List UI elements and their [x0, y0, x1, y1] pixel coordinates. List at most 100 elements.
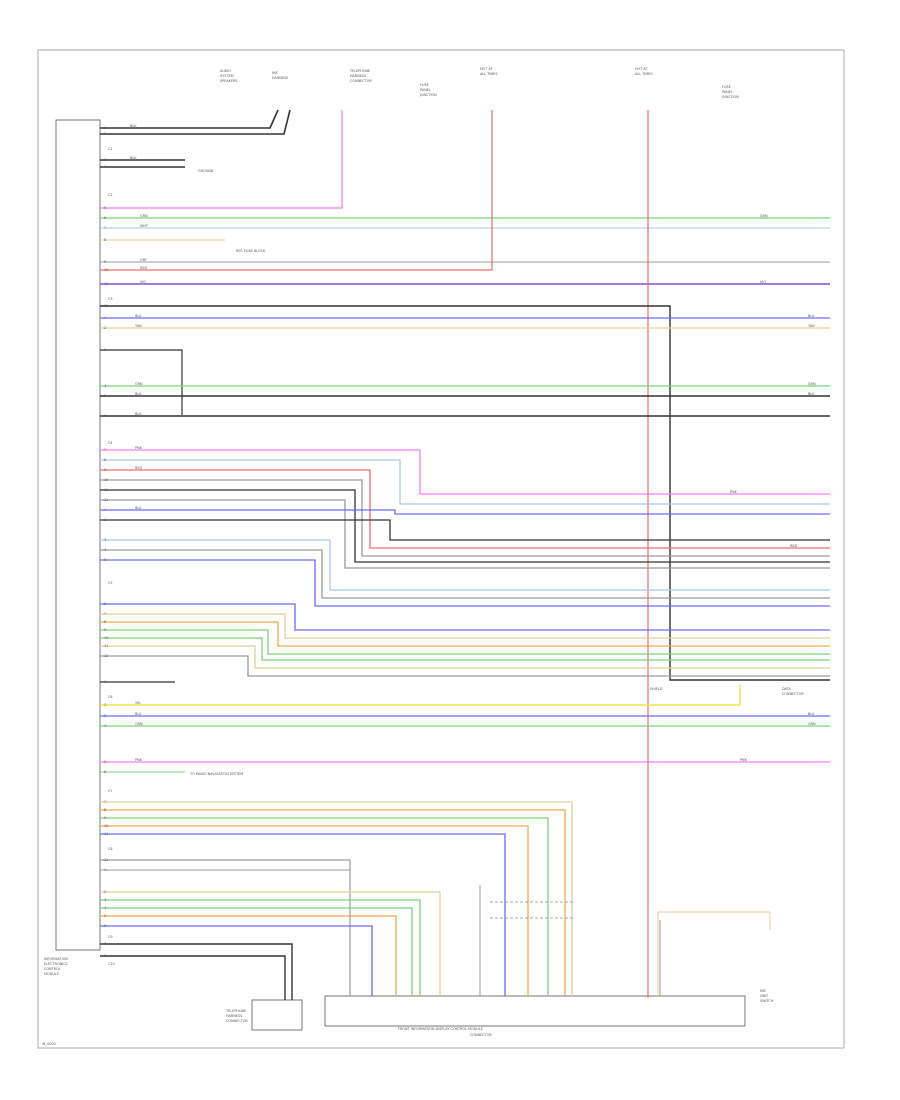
connector-id: C5 [108, 581, 113, 585]
pin-number: 3 [104, 538, 106, 542]
pin-number: 3 [104, 714, 106, 718]
pin-number: 8 [104, 620, 106, 624]
wire-down2-1 [100, 899, 421, 996]
wire-yellow [100, 684, 741, 706]
wire-label: BLK [808, 392, 815, 396]
wire-down2-0 [100, 891, 441, 996]
pin-number: 1 [104, 680, 106, 684]
connector-id: C4 [108, 441, 113, 445]
pin-number: 2 [104, 326, 106, 330]
pin-number: 7 [104, 612, 106, 616]
wire-label: RED [790, 544, 797, 548]
wire-label: GRN [760, 214, 768, 218]
wire-label: BLK [135, 392, 142, 396]
wire-label: BLU [135, 314, 142, 318]
pin-number: 7 [104, 448, 106, 452]
wire-label: PNK [135, 758, 143, 762]
pin-number: 1 [104, 868, 106, 872]
wire-step2-6 [100, 655, 830, 677]
wire-label: BLU [135, 506, 142, 510]
pin-number: 7 [104, 226, 106, 230]
wire-label: BLU [808, 712, 815, 716]
pin-number: 10 [104, 824, 108, 828]
wire-red-top [100, 110, 493, 271]
pin-number: 8 [104, 954, 106, 958]
wire-label: BLU [808, 314, 815, 318]
wire-label: GRN [808, 382, 816, 386]
footer-code: W_0000 [42, 1042, 56, 1046]
left-module-box [55, 119, 101, 951]
wire-step2-0 [100, 603, 830, 631]
pin-number: 7 [104, 800, 106, 804]
wire-down-0 [100, 801, 573, 996]
pin-number: 9 [104, 260, 106, 264]
pin-number: 4 [104, 906, 106, 910]
wire-label: VIO [760, 280, 766, 284]
pin-number: 12 [104, 858, 108, 862]
pin-number: 10 [104, 268, 108, 272]
pin-number: 6 [104, 414, 106, 418]
wire-step-2 [100, 469, 830, 549]
wire-step2-3 [100, 629, 830, 655]
connector-id: C3 [108, 297, 113, 301]
wire-step2-1 [100, 613, 830, 639]
wire-label: PNK [730, 490, 738, 494]
pin-number: 3 [104, 348, 106, 352]
wire-step-0 [100, 449, 830, 495]
wire-label: GRN [808, 722, 816, 726]
pin-number: 3 [104, 898, 106, 902]
wire-label: BLK [135, 412, 142, 416]
fuse-note: REF. FUSE BLOCK [236, 249, 266, 253]
wire-step-8 [100, 539, 830, 591]
pin-number: 11 [104, 644, 108, 648]
wire-down-1 [100, 809, 566, 996]
pin-number: 5 [104, 914, 106, 918]
pin-number: 3 [104, 158, 106, 162]
pin-number: 6 [104, 216, 106, 220]
pin-number: 11 [104, 282, 108, 286]
connector-id: C8 [108, 847, 113, 851]
pin-number: 8 [104, 238, 106, 242]
pin-number: 2 [104, 703, 106, 707]
pin-number: 8 [104, 458, 106, 462]
connector-id: C10 [108, 962, 115, 966]
wire-label-blk: BLK [130, 156, 137, 160]
pin-number: 5 [104, 760, 106, 764]
wire-down-gray [100, 859, 351, 996]
pin-number: 1 [104, 126, 106, 130]
wire-step-1 [100, 459, 830, 505]
wire-label: TAN [134, 324, 142, 328]
wire-black-loop [100, 305, 830, 681]
pin-number: 11 [104, 488, 108, 492]
wire-pink-top [100, 110, 343, 209]
wire-label: BLU [135, 712, 142, 716]
wire-label: VIO [140, 280, 146, 284]
wire-step-9 [100, 549, 830, 599]
wire-down-4 [100, 833, 506, 996]
connector-id: C2 [108, 193, 113, 197]
pin-number: 4 [104, 724, 106, 728]
pin-number: 2 [104, 518, 106, 522]
wire-step2-2 [100, 621, 830, 647]
pin-number: 12 [104, 498, 108, 502]
wire-label: RED [135, 466, 142, 470]
wire-down-2 [100, 817, 549, 996]
pin-number: 4 [104, 548, 106, 552]
wire-label-blk: BLK [130, 124, 137, 128]
pin-number: 5 [104, 394, 106, 398]
wire-step-4 [100, 489, 830, 563]
wire-label: GRN [135, 722, 143, 726]
wire-group [100, 109, 830, 1000]
bottom-module-sublabel: CONNECTOR [470, 1033, 492, 1037]
wire-step2-5 [100, 645, 830, 669]
wire-down2-4 [100, 925, 373, 996]
pin-number: 6 [104, 924, 106, 928]
wire-down2-3 [100, 915, 397, 996]
wire-label: GRN [135, 382, 143, 386]
wire-step-5 [100, 499, 830, 569]
